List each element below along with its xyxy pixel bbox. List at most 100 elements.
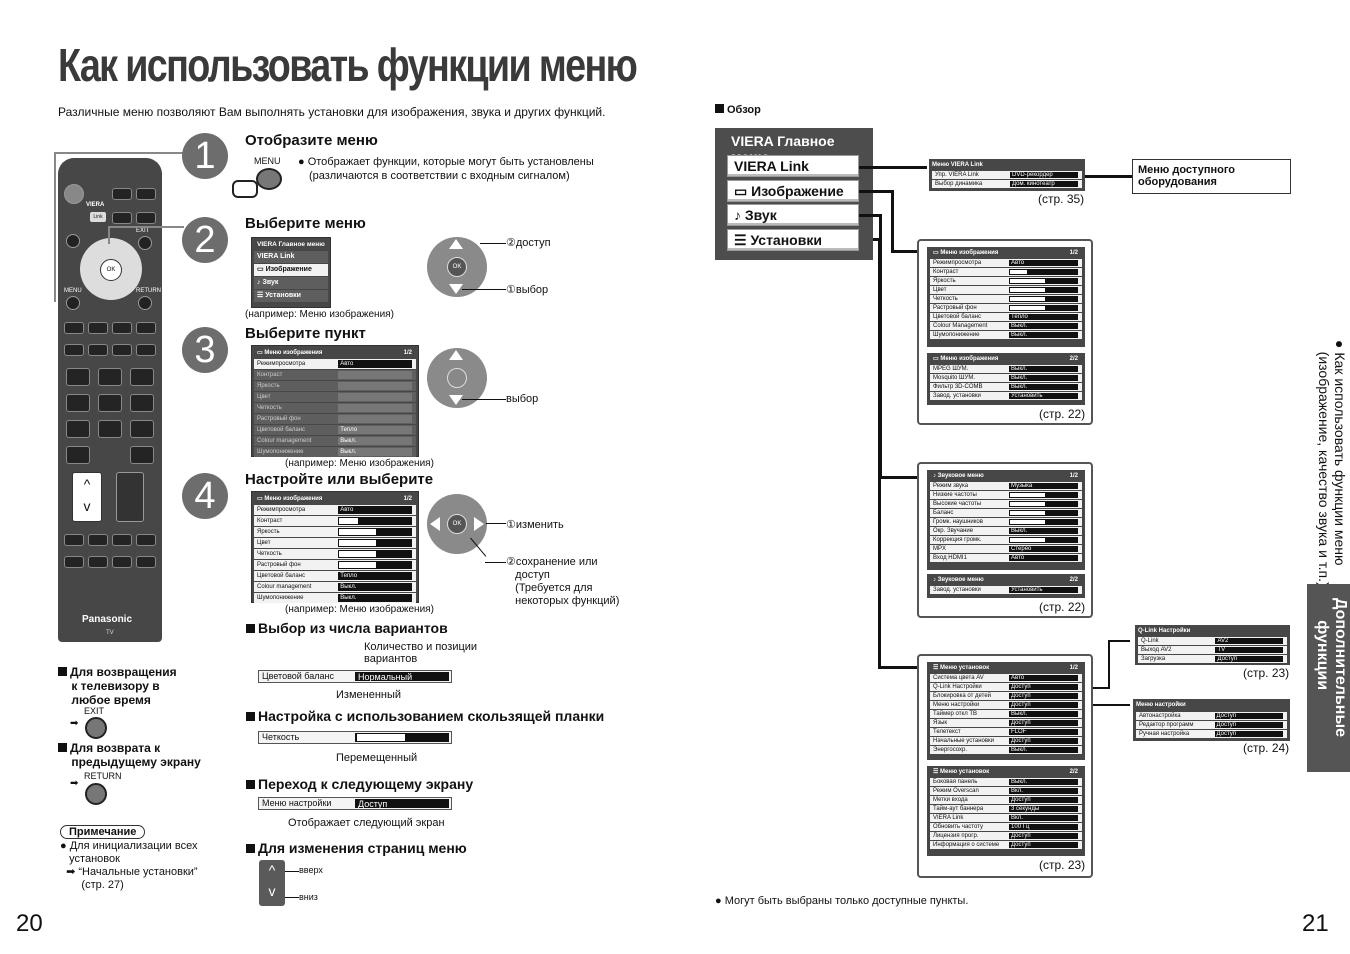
- access-label: ②доступ: [506, 237, 551, 249]
- right-arrow-icon: [474, 517, 484, 531]
- side-tab: Дополнительные функции: [1307, 584, 1350, 772]
- step-3-number: 3: [182, 327, 228, 373]
- main-menu-panel: VIERA Главное меню VIERA Link ▭ Изображе…: [715, 128, 873, 260]
- menu-key-icon: [256, 168, 282, 190]
- page-number-left: 20: [16, 910, 43, 937]
- page-number-right: 21: [1302, 910, 1329, 937]
- small-menu-item: ♪ Звук: [254, 277, 328, 289]
- slider-demo-row: Четкость: [258, 731, 452, 744]
- slider-heading: Настройка с использованием скользящей пл…: [246, 708, 604, 724]
- ok-button: OK: [100, 259, 122, 281]
- main-menu-sound[interactable]: ♪ Звук: [727, 204, 859, 226]
- step-3-select-label: выбор: [506, 393, 539, 405]
- viera-link-ref: (стр. 35): [1038, 192, 1085, 206]
- side-tab-label: Дополнительные функции: [1314, 598, 1349, 738]
- list-icon: ☰: [734, 232, 747, 248]
- main-menu-picture[interactable]: ▭ Изображение: [727, 180, 859, 202]
- return-button-icon: [85, 783, 107, 805]
- intro-text: Различные меню позволяют Вам выполнять у…: [58, 105, 606, 119]
- tv-label: TV: [106, 630, 114, 636]
- note-body: ● Для инициализации всех установок ➡ “На…: [60, 840, 198, 891]
- page-up-label: вверх: [299, 865, 323, 875]
- pages-heading: Для изменения страниц меню: [246, 840, 467, 856]
- step-2-number: 2: [182, 217, 228, 263]
- save-access-label: ②сохранение или доступ (Требуется для не…: [506, 556, 620, 607]
- small-menu-item: ▭ Изображение: [254, 264, 328, 276]
- side-vertical-text: ● Как использовать функции меню (изображ…: [1316, 340, 1348, 587]
- step-4-heading: Настройте или выберите: [245, 471, 434, 488]
- next-heading: Переход к следующему экрану: [246, 776, 473, 792]
- return-label: RETURN: [136, 288, 161, 294]
- choice-heading: Выбор из числа вариантов: [246, 620, 448, 636]
- menu-key-label: MENU: [254, 156, 281, 166]
- step-4-caption: (например: Меню изображения): [285, 604, 434, 615]
- down-arrow-icon: [449, 284, 463, 294]
- page-title: Как использовать функции меню: [58, 39, 638, 91]
- page-down-label: вниз: [299, 892, 318, 902]
- picture-icon: ▭: [734, 183, 748, 199]
- step-4-number: 4: [182, 473, 228, 519]
- choice-below: Измененный: [336, 689, 402, 701]
- left-arrow-icon: [430, 517, 440, 531]
- return-prev-heading: Для возврата к предыдущему экрану: [58, 741, 201, 769]
- remote-control: VIERA Link EXIT OK MENU RETURN ^v Panaso…: [58, 158, 162, 642]
- arrow-right-icon: ➡: [70, 778, 79, 789]
- viera-logo: VIERA: [86, 202, 105, 208]
- picture-menu-ref: (стр. 22): [1039, 407, 1086, 421]
- overview-label: Обзор: [715, 104, 761, 116]
- slider-below: Перемещенный: [336, 752, 418, 764]
- arrow-right-icon: ➡: [70, 718, 79, 729]
- tuning-ref: (стр. 24): [1243, 741, 1290, 755]
- step-1-note-1: ● Отображает функции, которые могут быть…: [298, 156, 594, 168]
- main-menu-setup[interactable]: ☰ Установки: [727, 229, 859, 251]
- footnote: ● Могут быть выбраны только доступные пу…: [715, 895, 969, 907]
- change-label: ①изменить: [506, 519, 564, 531]
- link-button: Link: [90, 212, 106, 222]
- note-title: Примечание: [60, 822, 146, 840]
- sound-menu-ref: (стр. 22): [1039, 600, 1086, 614]
- exit-button-icon: [85, 717, 107, 739]
- up-arrow-icon: [449, 239, 463, 249]
- small-menu-item: ☰ Установки: [254, 290, 328, 302]
- step-3-heading: Выберите пункт: [245, 325, 366, 342]
- small-menu-item: VIERA Link: [254, 251, 328, 263]
- exit-key-label: EXIT: [84, 706, 105, 716]
- channel-rocker: ^v: [72, 472, 102, 522]
- page-rocker-icon: ^v: [259, 860, 285, 906]
- select-label: ①выбор: [506, 284, 549, 296]
- step-2-caption: (например: Меню изображения): [245, 309, 394, 320]
- up-arrow-icon: [449, 350, 463, 360]
- step-1-number: 1: [182, 133, 228, 179]
- step-3-caption: (например: Меню изображения): [285, 458, 434, 469]
- hand-pointer-icon: [232, 180, 258, 198]
- return-tv-heading: Для возвращения к телевизору в любое вре…: [58, 665, 177, 707]
- main-menu-viera-link[interactable]: VIERA Link: [727, 155, 859, 177]
- music-note-icon: ♪: [734, 207, 741, 223]
- menu-label: MENU: [64, 288, 82, 294]
- qlink-ref: (стр. 23): [1243, 666, 1290, 680]
- power-button: [64, 184, 84, 204]
- step-1-heading: Отобразите меню: [245, 132, 378, 149]
- down-arrow-icon: [449, 395, 463, 405]
- small-main-menu: VIERA Главное меню VIERA Link ▭ Изображе…: [251, 237, 331, 308]
- setup-menu-ref: (стр. 23): [1039, 858, 1086, 872]
- step-2-heading: Выберите меню: [245, 215, 366, 232]
- return-key-label: RETURN: [84, 771, 122, 781]
